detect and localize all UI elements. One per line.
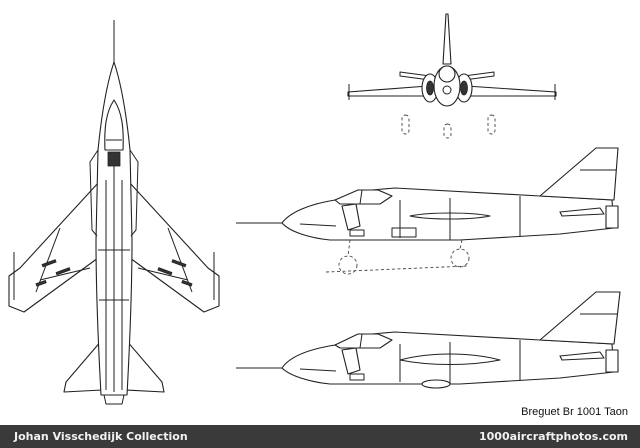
plan-right-tailplane [125,339,165,393]
front-right-gear [487,114,496,135]
three-view-drawing [8,13,621,405]
aircraft-caption: Breguet Br 1001 Taon [521,406,628,418]
front-left-gear [401,114,410,135]
plan-left-wing [8,181,100,313]
plan-left-tailplane [63,339,103,393]
front-nose-gear [443,123,452,139]
side-lower-fin [539,291,621,345]
footer-bar: Johan Visschedijk Collection 1000aircraf… [0,425,640,448]
side-view-lower [236,291,621,389]
front-left-wing [347,85,429,97]
side-upper-fin [539,147,619,201]
side-view-upper [236,147,619,275]
front-fin [442,13,452,65]
side-upper-main-gear-b [450,248,470,268]
side-upper-canopy [334,189,393,205]
site-credit[interactable]: 1000aircraftphotos.com [479,430,628,443]
collection-credit: Johan Visschedijk Collection [14,430,188,443]
front-right-wing [465,85,557,97]
side-lower-canopy [334,333,393,349]
front-view [347,13,557,139]
plan-view [8,20,220,405]
plan-canopy [104,99,124,151]
plan-right-wing [128,181,220,313]
side-upper-main-gear-a [338,255,358,275]
